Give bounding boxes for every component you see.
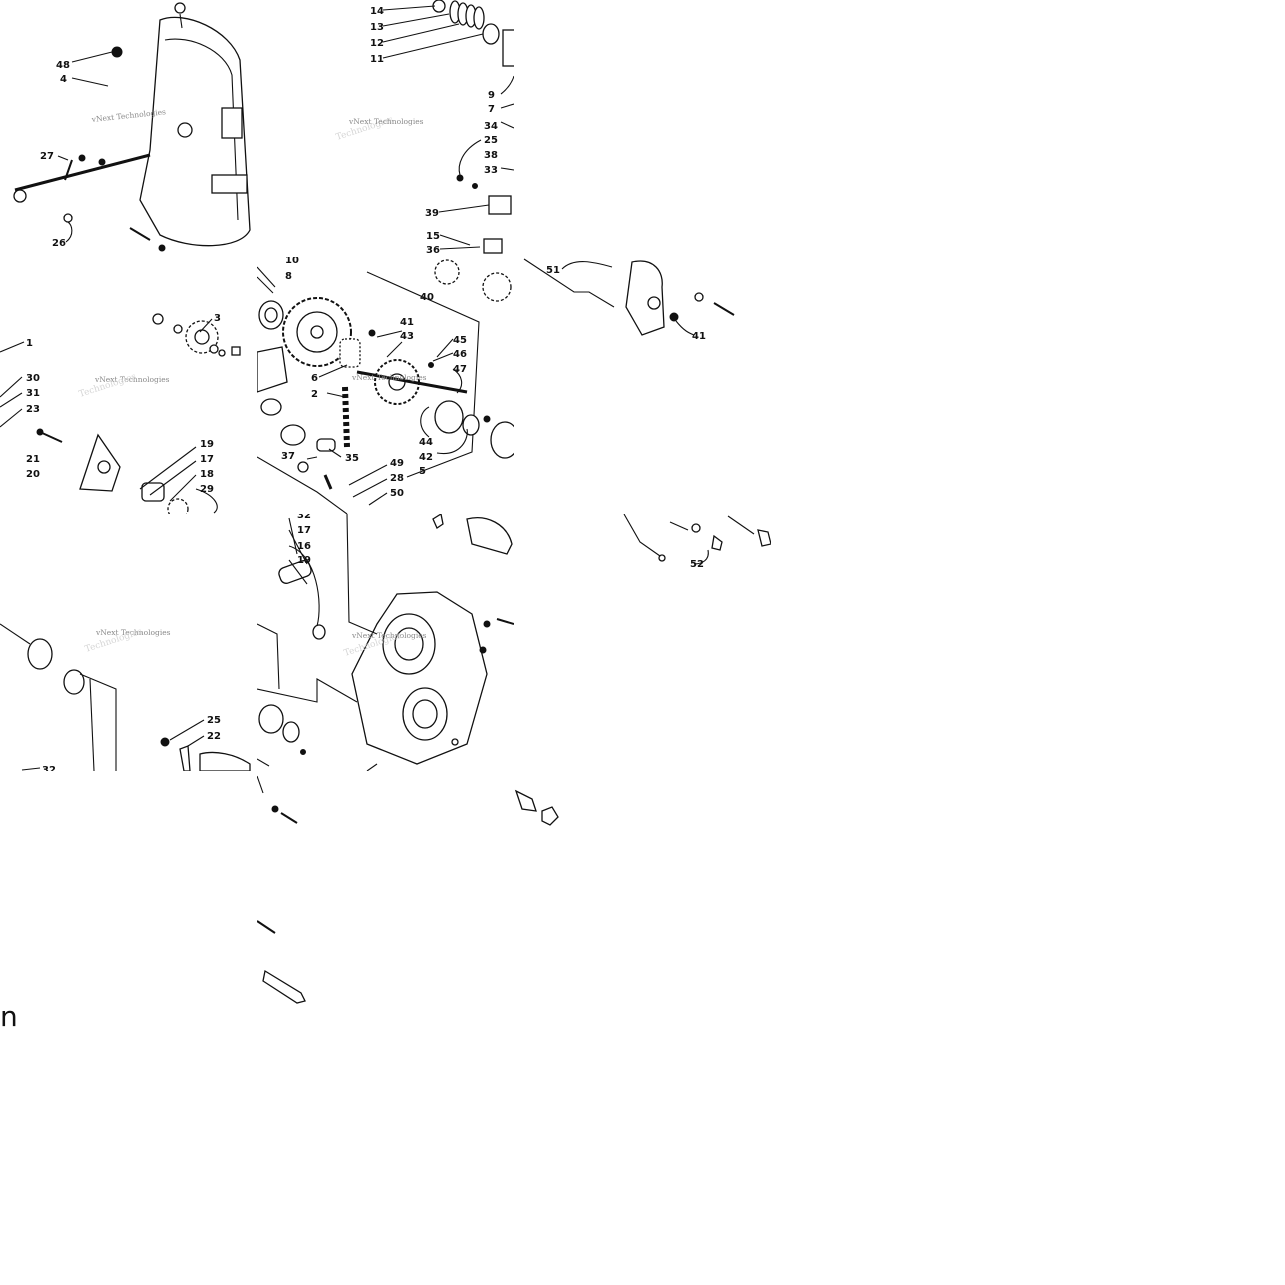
top-bolt — [174, 2, 186, 14]
fragment-drawing — [257, 775, 306, 1004]
callout-label: 29 — [200, 484, 214, 495]
callout-label: 48 — [56, 60, 70, 71]
callout-label: 20 — [26, 469, 40, 480]
o-ring — [63, 669, 85, 695]
callout-label: 17 — [200, 454, 214, 465]
sprocket-assembly-drawing: 10 8 6 2 37 35 41 43 40 45 46 47 44 42 5… — [257, 257, 514, 514]
callout-label: 38 — [484, 150, 498, 161]
callout-label: 35 — [345, 453, 359, 464]
callout-label: 40 — [420, 292, 434, 303]
diagram-tile-shaft: 25 22 32 vNext Technologies Technologies — [0, 514, 257, 771]
callout-label: 33 — [484, 165, 498, 176]
callout-label: 3 — [214, 313, 221, 324]
callout-label: 1 — [26, 338, 33, 349]
callout-label: 16 — [297, 541, 311, 552]
pin-fragment — [262, 969, 306, 1004]
callout-label: 19 — [200, 439, 214, 450]
callout-label: 42 — [419, 452, 433, 463]
callout-label: 13 — [370, 22, 384, 33]
callout-label: 6 — [311, 373, 318, 384]
shaft-drawing: 25 22 32 vNext Technologies Technologies — [0, 623, 251, 771]
callout-label: 23 — [26, 404, 40, 415]
callout-label: 41 — [400, 317, 414, 328]
cover-boss — [177, 122, 193, 138]
callout-label: 43 — [400, 331, 414, 342]
callout-label: 52 — [690, 559, 704, 570]
watermark-text: vNext Technologies — [351, 631, 427, 640]
callout-label: 32 — [42, 765, 56, 771]
callout-label: 7 — [488, 104, 495, 115]
callout-label: 15 — [426, 231, 440, 242]
hex-nut-fragment — [541, 806, 559, 826]
callout-label: 26 — [52, 238, 66, 249]
callout-label: 39 — [425, 208, 439, 219]
callout-label: 34 — [484, 121, 498, 132]
diagram-tile-sprockets: 10 8 6 2 37 35 41 43 40 45 46 47 44 42 5… — [257, 257, 514, 514]
callout-label: 19 — [297, 555, 311, 566]
callout-label: 30 — [26, 373, 40, 384]
callout-label: 4 — [60, 74, 67, 85]
diagram-tile-nut-fragment — [514, 771, 771, 831]
diagram-tile-gearcase: 32 17 16 19 vNext Technologies Technolog… — [257, 514, 514, 771]
pinion-gear — [339, 338, 361, 368]
callout-strip: 15 36 — [400, 225, 510, 257]
callout-label: 22 — [207, 731, 221, 742]
callout-label: 49 — [390, 458, 404, 469]
callout-label: 8 — [285, 271, 292, 282]
callout-label: 41 — [692, 331, 706, 342]
callout-label: 2 — [311, 389, 318, 400]
callout-label: 47 — [453, 364, 467, 375]
callout-label: 37 — [281, 451, 295, 462]
mount-assembly-drawing: 3 1 30 31 23 21 20 19 17 18 29 vNext Tec… — [0, 313, 241, 514]
diagram-tile-cover: 48 4 27 26 vNext Technologies — [0, 0, 257, 257]
watermark-text: vNext Technologies — [94, 375, 170, 384]
bolts-drawing: 52 — [623, 514, 771, 570]
diagram-tile-housing-right: 51 41 — [514, 257, 771, 514]
callout-label: 51 — [546, 265, 560, 276]
callout-label: 31 — [26, 388, 40, 399]
cover-bracket — [221, 107, 243, 139]
callout-label: 21 — [26, 454, 40, 465]
callout-label: 18 — [200, 469, 214, 480]
callout-label: 45 — [453, 335, 467, 346]
stray-glyph: n — [0, 1000, 18, 1033]
callout-label: 46 — [453, 349, 467, 360]
shaft-bearing — [27, 638, 53, 670]
diagram-tile-fragments — [257, 771, 514, 1011]
housing-right-drawing: 51 41 — [523, 258, 735, 342]
upper-housing — [625, 260, 665, 336]
diagram-tile-bolts: 52 — [514, 514, 771, 771]
callout-label: 5 — [419, 466, 426, 477]
callout-label: 25 — [484, 135, 498, 146]
bushing — [141, 482, 165, 502]
callout-label: 10 — [285, 257, 299, 266]
callout-label: 27 — [40, 151, 54, 162]
gearcase-drawing: 32 17 16 19 vNext Technologies Technolog… — [257, 514, 514, 771]
callout-label: 11 — [370, 54, 384, 65]
gear-cover-drawing: 48 4 27 26 vNext Technologies — [13, 2, 251, 252]
spring-assembly-drawing: 14 13 12 11 9 7 34 25 38 33 39 Technolog… — [335, 0, 514, 219]
diagram-tile-spring: 14 13 12 11 9 7 34 25 38 33 39 Technolog… — [257, 0, 514, 257]
callout-label: 36 — [426, 245, 440, 256]
watermark-text: vNext Technologies — [348, 117, 424, 126]
callout-label: 32 — [297, 514, 311, 521]
callout-label: 28 — [390, 473, 404, 484]
watermark-text: vNext Technologies — [95, 628, 171, 637]
callout-label: 9 — [488, 90, 495, 101]
bracket-block — [488, 195, 512, 215]
callout-label: 50 — [390, 488, 404, 499]
callout-label: 14 — [370, 6, 384, 17]
spring-coils — [449, 0, 485, 30]
callout-label: 44 — [419, 437, 433, 448]
diagram-tile-mount: 3 1 30 31 23 21 20 19 17 18 29 vNext Tec… — [0, 257, 257, 514]
watermark-text: vNext Technologies — [351, 373, 427, 382]
callout-label: 25 — [207, 715, 221, 726]
callout-label: 17 — [297, 525, 311, 536]
callout-label: 12 — [370, 38, 384, 49]
